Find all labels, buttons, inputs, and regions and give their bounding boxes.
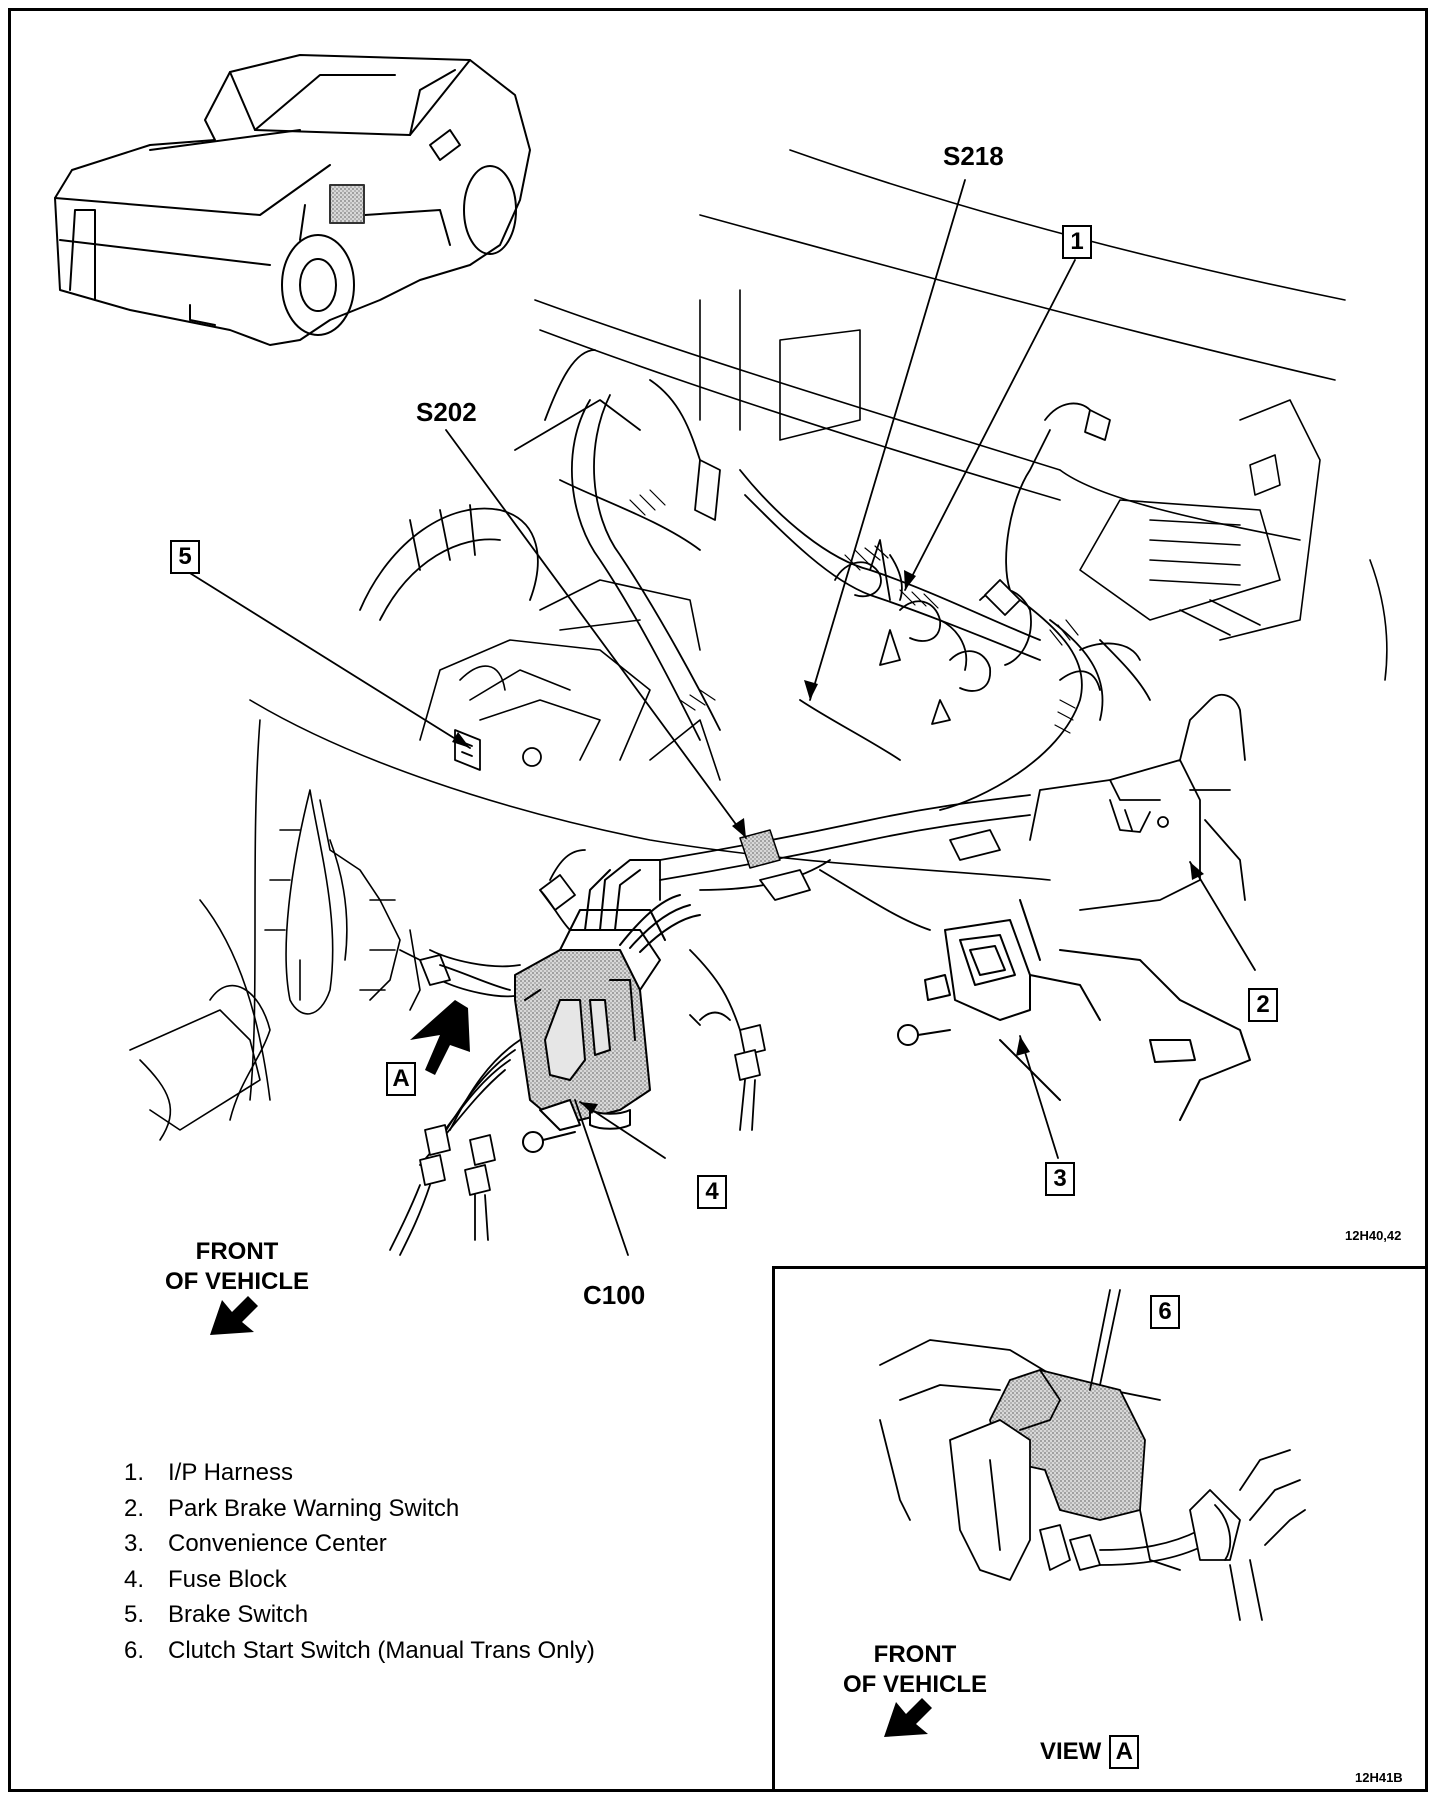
callout-4: 4 bbox=[697, 1175, 727, 1209]
component-legend: 1. I/P Harness 2. Park Brake Warning Switc… bbox=[124, 1455, 595, 1668]
harness-clips bbox=[834, 561, 991, 725]
legend-text: Clutch Start Switch (Manual Trans Only) bbox=[168, 1636, 595, 1664]
label-c100: C100 bbox=[583, 1280, 646, 1310]
legend-text: Park Brake Warning Switch bbox=[168, 1494, 460, 1522]
leader-lines bbox=[184, 179, 1256, 1256]
view-a-caption: VIEW A bbox=[1040, 1735, 1140, 1769]
callout-a: A bbox=[386, 1062, 416, 1096]
ip-harness-bundle bbox=[429, 349, 1151, 1131]
dashboard-structure bbox=[534, 149, 1388, 681]
leader-arrowheads bbox=[452, 570, 1204, 1114]
legend-num: 3. bbox=[124, 1530, 145, 1557]
front-arrow-inset bbox=[884, 1698, 932, 1737]
figure-code-main: 12H40,42 bbox=[1345, 1228, 1402, 1243]
clutch-start-switch-6 bbox=[879, 1289, 1306, 1621]
steering-column bbox=[359, 399, 641, 621]
fuse-block-4 bbox=[514, 859, 701, 1153]
callout-3: 3 bbox=[1045, 1162, 1075, 1196]
vehicle-thumbnail bbox=[54, 54, 531, 346]
park-brake-warning-switch-2 bbox=[1029, 693, 1246, 911]
legend-text: Convenience Center bbox=[168, 1530, 387, 1557]
legend-num: 6. bbox=[124, 1636, 145, 1664]
label-s202: S202 bbox=[416, 397, 477, 427]
legend-item: 2. Park Brake Warning Switch bbox=[124, 1491, 595, 1527]
view-a-arrow bbox=[410, 1000, 470, 1075]
legend-num: 1. bbox=[124, 1459, 145, 1486]
legend-text: I/P Harness bbox=[168, 1459, 293, 1486]
front-of-vehicle-main: FRONT OF VEHICLE bbox=[152, 1237, 322, 1297]
legend-text: Fuse Block bbox=[168, 1565, 287, 1593]
view-a-inset bbox=[772, 1266, 1428, 1792]
legend-item: 4. Fuse Block bbox=[124, 1562, 595, 1598]
legend-num: 2. bbox=[124, 1494, 145, 1522]
legend-num: 4. bbox=[124, 1565, 145, 1593]
diagram-frame bbox=[8, 8, 1428, 1792]
s202-splice bbox=[739, 829, 781, 869]
legend-item: 5. Brake Switch bbox=[124, 1597, 595, 1633]
legend-num: 5. bbox=[124, 1601, 145, 1628]
brake-switch-5 bbox=[454, 729, 542, 771]
callout-6: 6 bbox=[1150, 1295, 1180, 1329]
front-line2: OF VEHICLE bbox=[842, 1671, 987, 1698]
callout-1: 1 bbox=[1062, 225, 1092, 259]
label-s218: S218 bbox=[943, 141, 1004, 171]
front-line2: OF VEHICLE bbox=[164, 1268, 309, 1295]
figure-code-inset: 12H41B bbox=[1355, 1770, 1403, 1785]
connector-pigtails bbox=[389, 889, 571, 1256]
callout-2: 2 bbox=[1248, 988, 1278, 1022]
view-letter-box: A bbox=[1109, 1735, 1140, 1769]
legend-item: 6. Clutch Start Switch (Manual Trans Only… bbox=[124, 1633, 595, 1669]
front-arrow-main bbox=[210, 1296, 258, 1335]
front-line1: FRONT bbox=[195, 1238, 279, 1265]
view-label: VIEW bbox=[1040, 1738, 1102, 1765]
front-of-vehicle-inset: FRONT OF VEHICLE bbox=[830, 1640, 1000, 1700]
legend-text: Brake Switch bbox=[168, 1601, 309, 1628]
legend-item: 3. Convenience Center bbox=[124, 1526, 595, 1562]
callout-5: 5 bbox=[170, 540, 200, 574]
legend-item: 1. I/P Harness bbox=[124, 1455, 595, 1491]
front-line1: FRONT bbox=[873, 1641, 957, 1668]
convenience-center-3 bbox=[897, 899, 1251, 1121]
harness-tape-wrap bbox=[629, 489, 1079, 734]
